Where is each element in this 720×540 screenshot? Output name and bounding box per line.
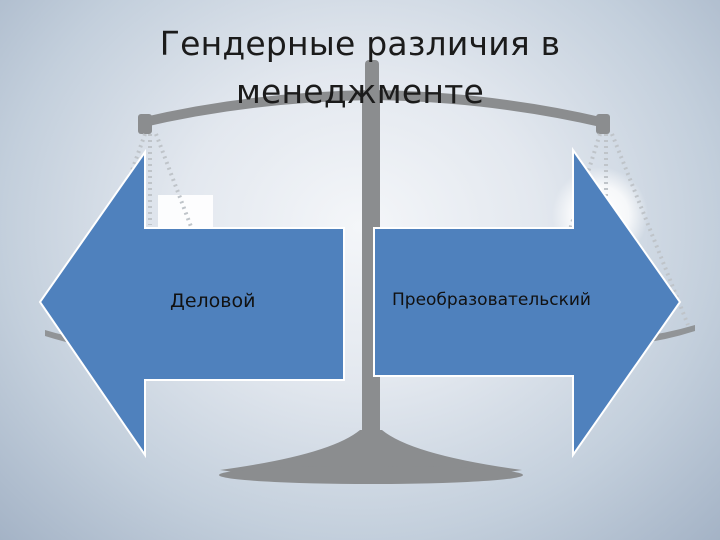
scale-top [365,60,379,100]
right-arrow-shape [373,146,682,459]
scale-beam [140,90,605,128]
right-arrow-label: Преобразовательский [392,290,591,310]
title-line-2: менеджменте [235,72,485,111]
title-line-1: Гендерные различия в [159,24,561,63]
left-arrow-shape [38,148,345,459]
left-arrow-label: Деловой [170,290,256,312]
slide-title: Гендерные различия в менеджменте [110,20,610,116]
